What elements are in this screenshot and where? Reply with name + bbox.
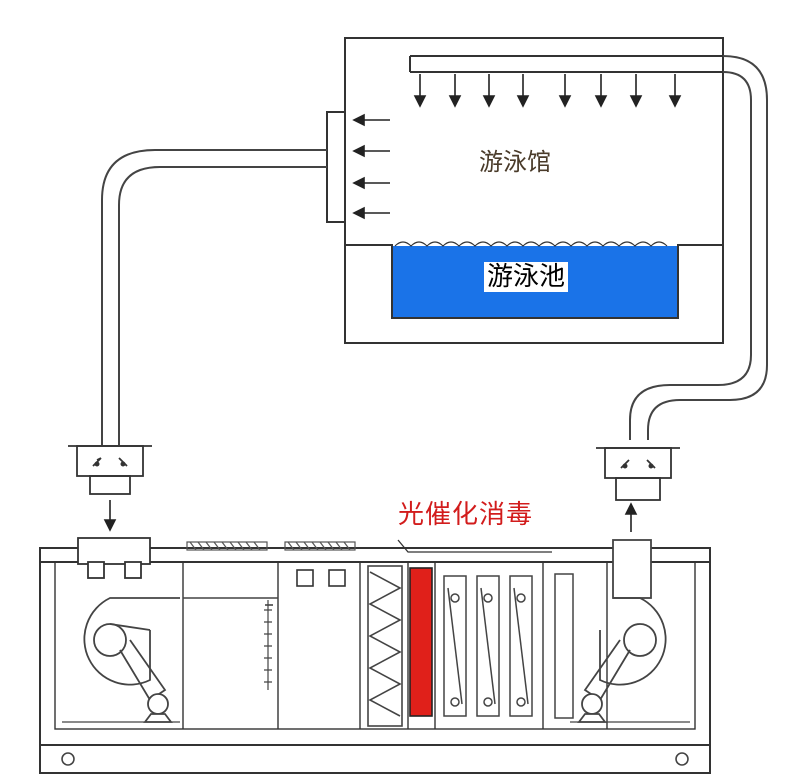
return-duct <box>101 149 327 445</box>
return-damper <box>68 445 152 495</box>
supply-air-arrows <box>413 74 682 108</box>
photocatalytic-disinfection-label: 光催化消毒 <box>398 500 534 530</box>
supply-duct <box>629 55 768 440</box>
air-handling-unit <box>39 547 711 774</box>
return-inlet-arrow <box>103 500 117 532</box>
mixing-section <box>183 597 278 690</box>
supply-outlet-arrow <box>624 502 638 532</box>
top-mesh <box>186 541 356 551</box>
swimming-hall-label: 游泳馆 <box>479 148 551 176</box>
return-grille <box>326 111 346 223</box>
coil-section <box>443 575 533 717</box>
return-fan <box>62 597 180 723</box>
pleated-filter <box>367 565 403 727</box>
filter-section <box>296 569 346 587</box>
swimming-pool-label: 游泳池 <box>484 262 569 292</box>
return-connection <box>77 537 151 579</box>
supply-fan <box>570 539 690 723</box>
eliminator-plate <box>554 573 574 719</box>
photocatalytic-pointer <box>397 539 552 553</box>
base-rail <box>61 752 689 766</box>
supply-damper <box>596 447 680 501</box>
photocatalytic-module <box>409 567 433 717</box>
return-air-arrows <box>352 113 390 220</box>
